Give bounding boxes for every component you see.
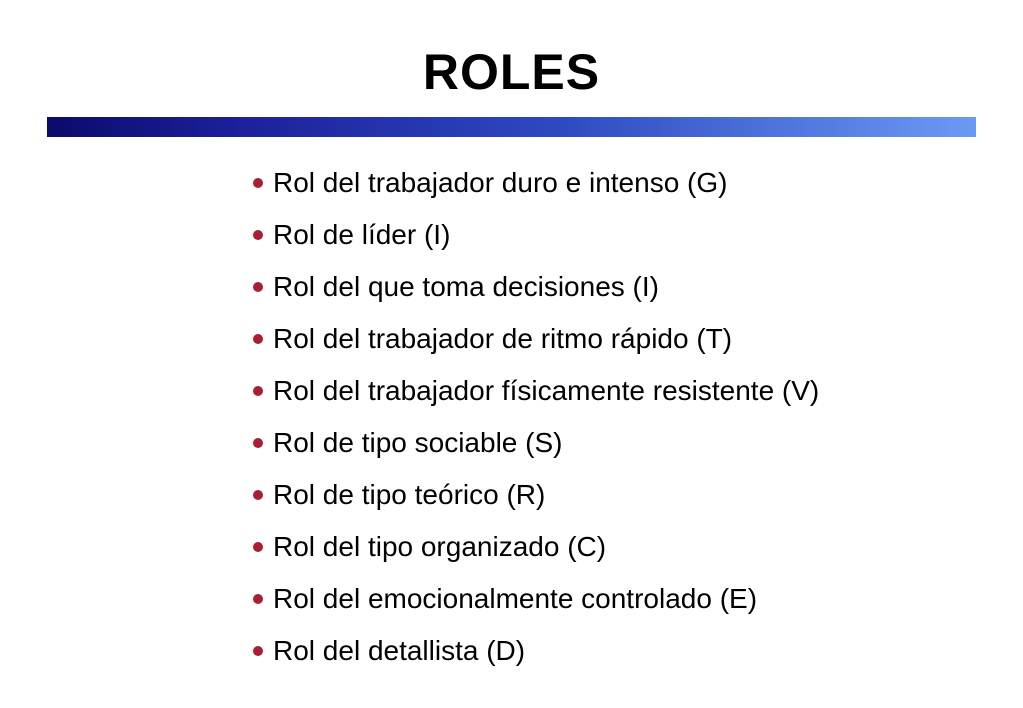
list-item-label: Rol de líder (I) <box>273 219 451 250</box>
list-item: Rol del trabajador duro e intenso (G) <box>253 157 819 209</box>
bullet-icon <box>253 490 263 500</box>
bullet-icon <box>253 334 263 344</box>
list-item: Rol del emocionalmente controlado (E) <box>253 573 819 625</box>
list-item-label: Rol del que toma decisiones (I) <box>273 271 659 302</box>
list-item: Rol de tipo sociable (S) <box>253 417 819 469</box>
list-item-label: Rol del tipo organizado (C) <box>273 531 607 562</box>
list-item: Rol del trabajador físicamente resistent… <box>253 365 819 417</box>
list-item-label: Rol del trabajador de ritmo rápido (T) <box>273 323 733 354</box>
bullet-icon <box>253 178 263 188</box>
list-item-label: Rol del detallista (D) <box>273 635 526 666</box>
list-item-label: Rol de tipo teórico (R) <box>273 479 546 510</box>
list-item-label: Rol del trabajador duro e intenso (G) <box>273 167 728 198</box>
list-item: Rol del detallista (D) <box>253 625 819 677</box>
bullet-icon <box>253 542 263 552</box>
list-item: Rol del que toma decisiones (I) <box>253 261 819 313</box>
page-title: ROLES <box>422 44 601 100</box>
list-item: Rol del tipo organizado (C) <box>253 521 819 573</box>
bullet-icon <box>253 386 263 396</box>
bullet-icon <box>253 230 263 240</box>
list-item: Rol de líder (I) <box>253 209 819 261</box>
list-item: Rol de tipo teórico (R) <box>253 469 819 521</box>
bullet-list: Rol del trabajador duro e intenso (G) Ro… <box>253 157 819 677</box>
bullet-icon <box>253 646 263 656</box>
bullet-icon <box>253 282 263 292</box>
list-item: Rol del trabajador de ritmo rápido (T) <box>253 313 819 365</box>
bullet-icon <box>253 594 263 604</box>
list-item-label: Rol del emocionalmente controlado (E) <box>273 583 758 614</box>
bullet-icon <box>253 438 263 448</box>
list-item-label: Rol del trabajador físicamente resistent… <box>273 375 820 406</box>
gradient-divider <box>47 117 976 137</box>
list-item-label: Rol de tipo sociable (S) <box>273 427 563 458</box>
